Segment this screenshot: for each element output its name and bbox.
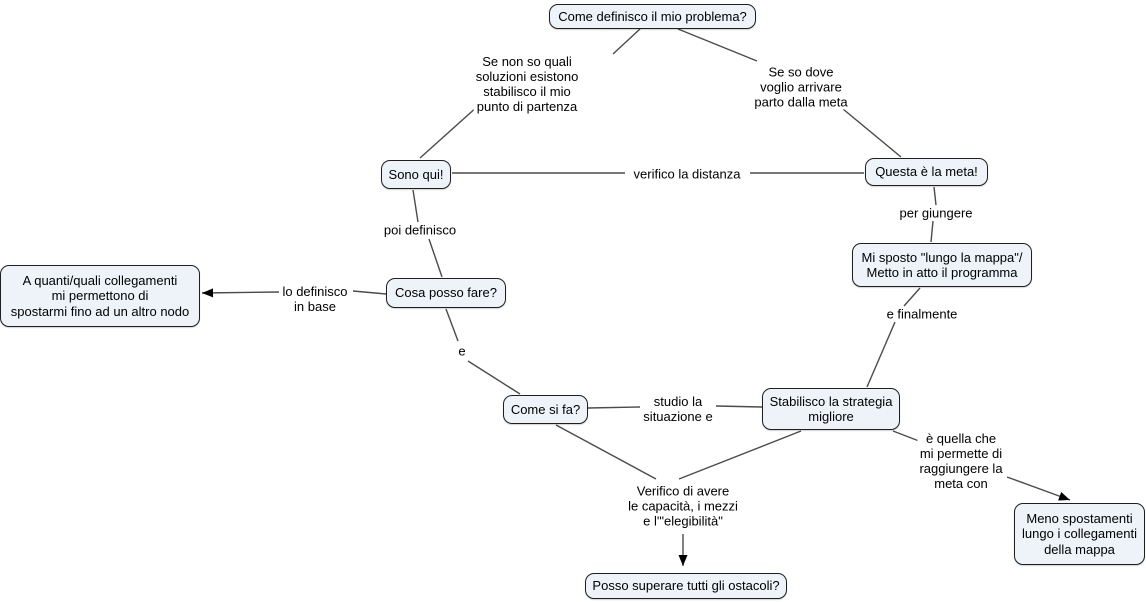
connector-line-meta-to-mi-sposto: [933, 186, 937, 206]
connector-line-problema-to-sono-qui: [419, 105, 479, 159]
connector-line-sono-qui-to-cosa-posso-fare: [412, 189, 419, 223]
connector-line-meta-to-mi-sposto: [930, 220, 934, 243]
connector-line-come-si-fa-to-strategia: [587, 406, 641, 409]
concept-node-mi-sposto[interactable]: Mi sposto "lungo la mappa"/ Metto in att…: [852, 243, 1032, 287]
concept-node-ostacoli[interactable]: Posso superare tutti gli ostacoli?: [585, 573, 787, 599]
concept-node-strategia[interactable]: Stabilisco la strategia migliore: [762, 388, 900, 430]
connector-line-strategia-to-verifico-avere: [678, 430, 802, 480]
concept-node-sono-qui[interactable]: Sono qui!: [381, 160, 451, 189]
link-phrase-verifico-avere[interactable]: Verifico di avere le capacità, i mezzi e…: [626, 483, 740, 529]
concept-node-meno-spostamenti[interactable]: Meno spostamenti lungo i collegamenti de…: [1014, 503, 1145, 565]
arrowhead: [678, 555, 688, 566]
concept-node-cosa-posso-fare[interactable]: Cosa posso fare?: [386, 278, 506, 308]
connector-line-sono-qui-to-cosa-posso-fare: [428, 238, 443, 278]
concept-node-meta[interactable]: Questa è la meta!: [865, 158, 988, 186]
connector-line-cosa-posso-fare-to-collegamenti: [201, 291, 280, 294]
connector-line-problema-to-meta: [842, 108, 902, 158]
connector-line-strategia-to-meno-spostamenti: [1006, 476, 1071, 501]
link-phrase-se-so-dove[interactable]: Se so dove voglio arrivare parto dalla m…: [752, 64, 850, 110]
connector-line-come-si-fa-to-strategia: [715, 405, 763, 408]
link-phrase-lo-definisco[interactable]: lo definisco in base: [280, 283, 350, 315]
arrowhead: [202, 288, 214, 298]
link-phrase-e[interactable]: e: [456, 343, 468, 359]
connector-line-mi-sposto-to-strategia: [866, 321, 896, 388]
link-phrase-se-non-so[interactable]: Se non so quali soluzioni esistono stabi…: [473, 53, 581, 115]
link-phrase-poi-definisco[interactable]: poi definisco: [381, 222, 459, 238]
connector-line-problema-to-meta: [677, 28, 758, 62]
connector-line-cosa-posso-fare-to-collegamenti: [352, 290, 387, 295]
concept-node-come-si-fa[interactable]: Come si fa?: [503, 395, 588, 424]
connector-line-cosa-posso-fare-to-come-si-fa: [467, 360, 521, 395]
connector-line-mi-sposto-to-strategia: [903, 287, 921, 307]
link-phrase-e-quella-che[interactable]: è quella che mi permette di raggiungere …: [917, 430, 1005, 492]
concept-node-problema[interactable]: Come definisco il mio problema?: [549, 4, 756, 29]
connector-line-strategia-to-meno-spostamenti: [892, 430, 920, 442]
connector-line-problema-to-sono-qui: [612, 28, 641, 55]
link-phrase-verifico-distanza[interactable]: verifico la distanza: [631, 166, 743, 182]
link-phrase-e-finalmente[interactable]: e finalmente: [884, 306, 960, 322]
link-phrase-studio[interactable]: studio la situazione e: [641, 393, 715, 425]
link-phrase-per-giungere[interactable]: per giungere: [897, 205, 975, 221]
concept-node-collegamenti[interactable]: A quanti/quali collegamenti mi permetton…: [0, 265, 200, 327]
connector-line-cosa-posso-fare-to-come-si-fa: [445, 308, 459, 342]
connector-line-come-si-fa-to-verifico-avere: [555, 424, 657, 480]
arrowhead: [1058, 492, 1070, 501]
